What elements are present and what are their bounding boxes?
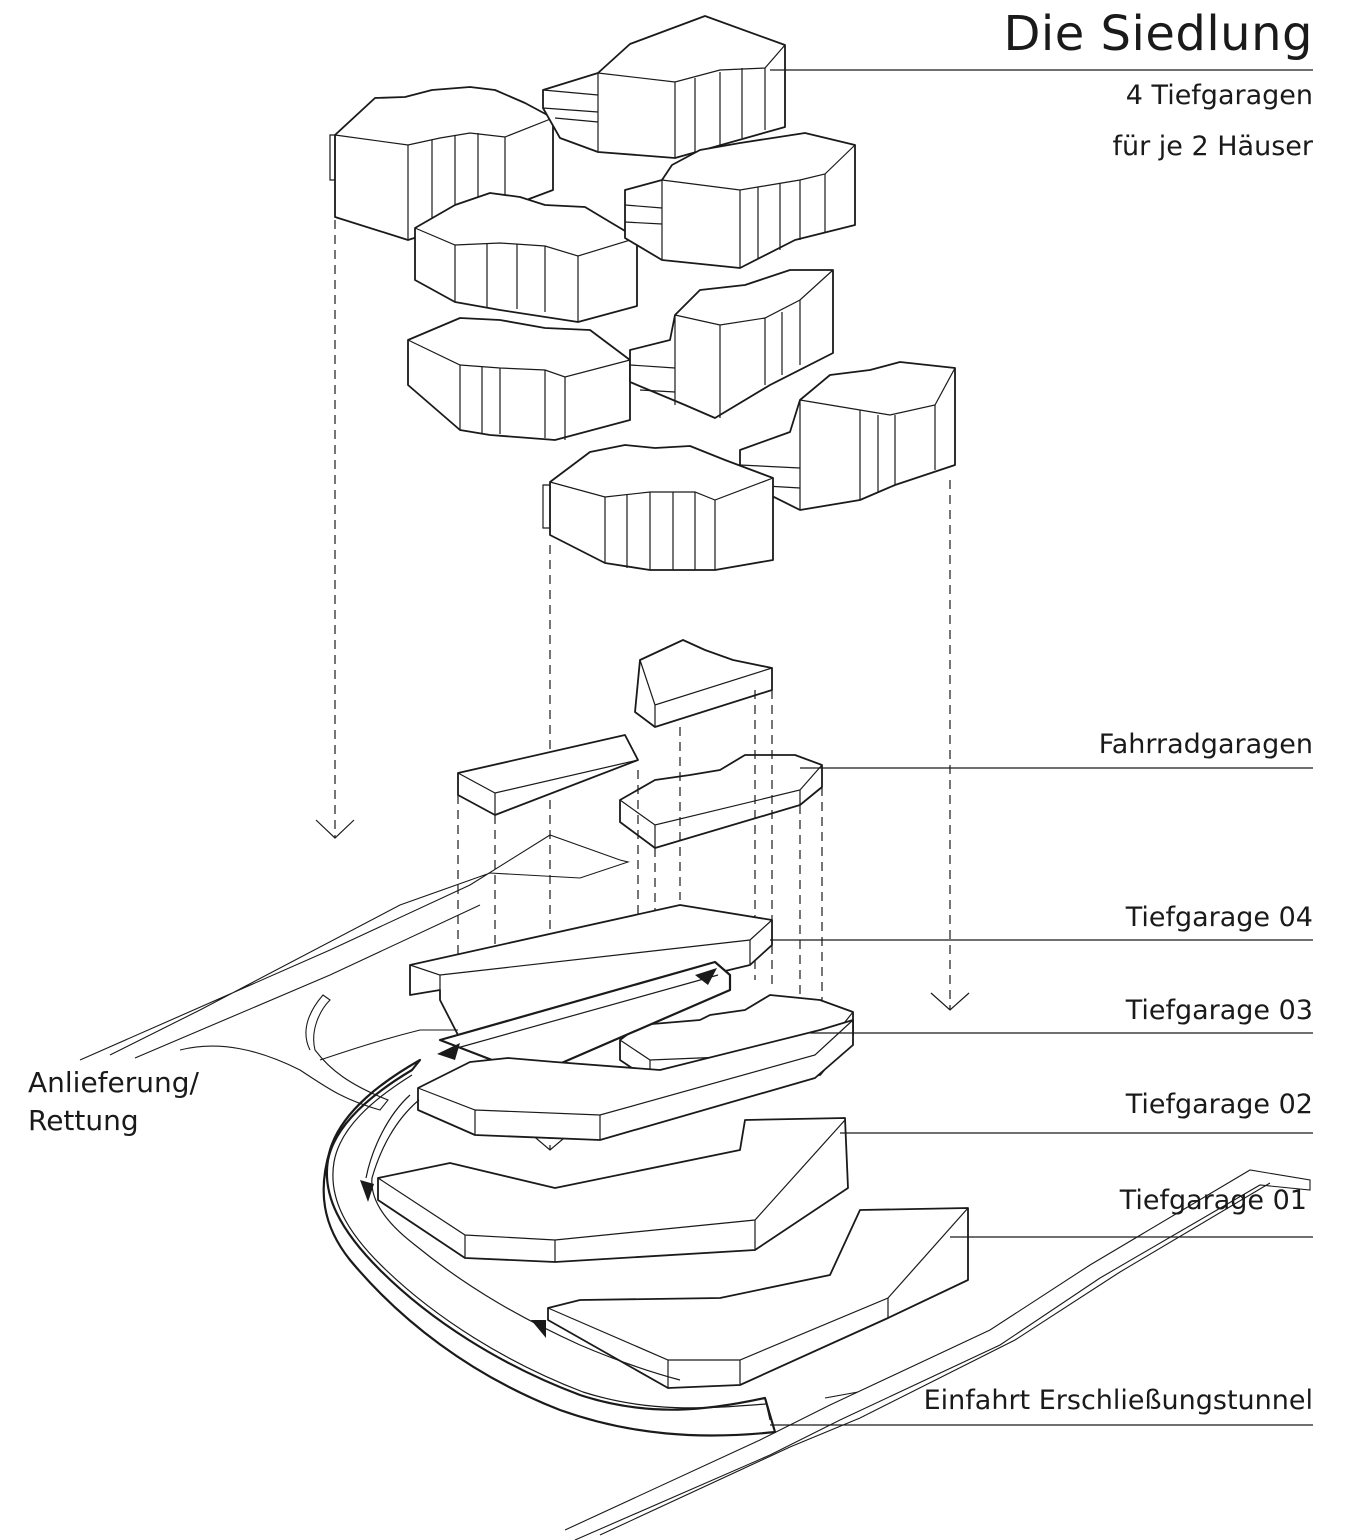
- label-fahrradgaragen: Fahrradgaragen: [1098, 729, 1313, 760]
- house-4: [624, 132, 856, 269]
- page-title: Die Siedlung: [1003, 6, 1313, 62]
- label-anlieferung: Anlieferung/: [28, 1066, 199, 1099]
- fahrradgaragen-blocks: [457, 639, 823, 1080]
- leader-lines: [770, 69, 1313, 1426]
- house-6: [629, 269, 834, 419]
- label-rettung: Rettung: [28, 1104, 139, 1137]
- house-5: [407, 317, 631, 441]
- house-7: [739, 361, 956, 511]
- tiefgarage-02: [417, 1019, 854, 1141]
- house-8: [542, 444, 774, 571]
- house-2: [542, 15, 786, 159]
- label-tiefgarage-04: Tiefgarage 04: [1125, 902, 1313, 933]
- subtitle-line-2: für je 2 Häuser: [1112, 131, 1314, 162]
- tiefgarage-01: [377, 1117, 969, 1389]
- subtitle-line-1: 4 Tiefgaragen: [1125, 80, 1313, 111]
- terrain-lines: [79, 834, 1311, 1540]
- house-3: [414, 192, 638, 323]
- label-einfahrt-erschliessungstunnel: Einfahrt Erschließungstunnel: [923, 1385, 1313, 1416]
- label-tiefgarage-01: Tiefgarage 01: [1119, 1185, 1307, 1216]
- label-tiefgarage-02: Tiefgarage 02: [1125, 1089, 1313, 1120]
- label-tiefgarage-03: Tiefgarage 03: [1125, 995, 1313, 1026]
